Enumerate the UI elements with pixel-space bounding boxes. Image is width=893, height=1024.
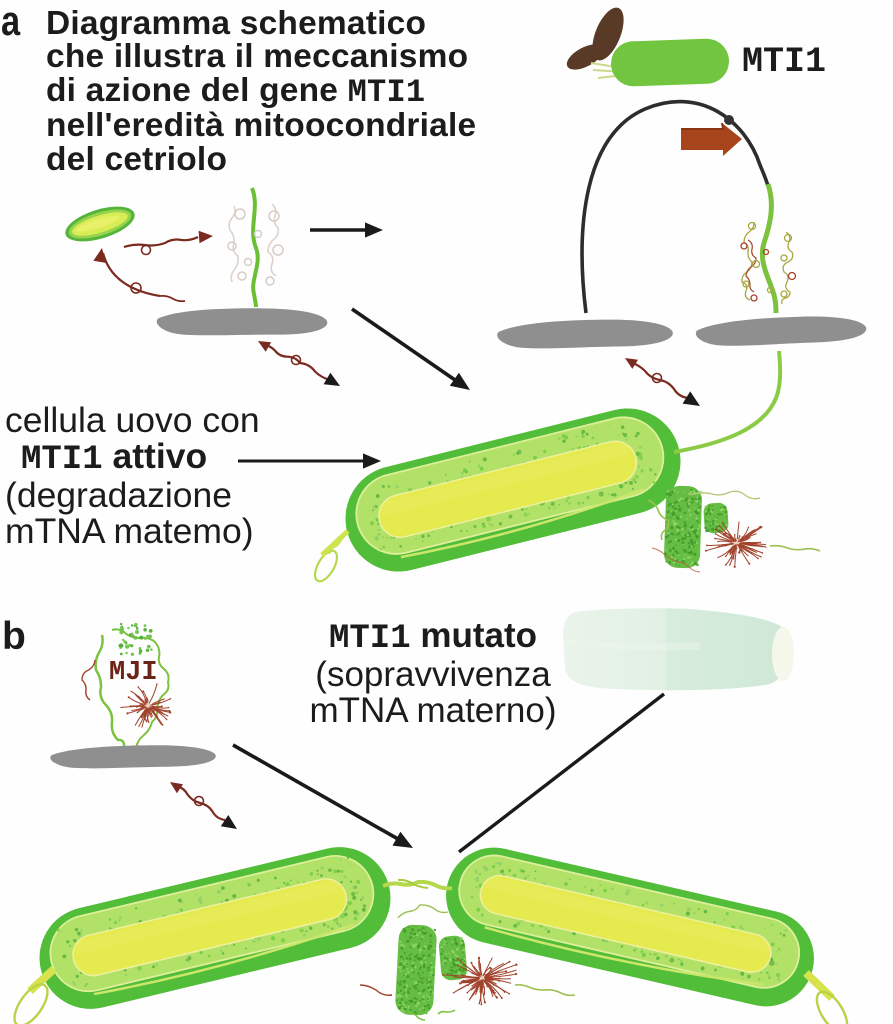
svg-text:MJI: MJI [109, 658, 158, 688]
